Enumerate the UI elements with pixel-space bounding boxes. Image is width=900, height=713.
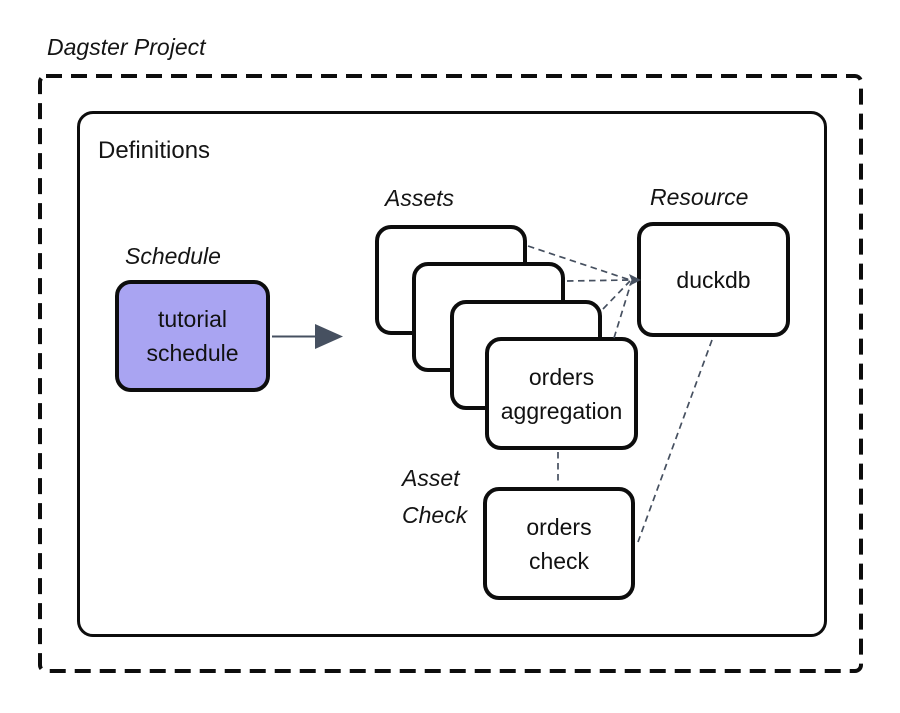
- schedule-label: Schedule: [125, 243, 221, 269]
- diagram-title: Dagster Project: [47, 34, 206, 60]
- orders-aggregation-line2: aggregation: [500, 397, 623, 424]
- schedule-node: tutorial schedule: [115, 280, 270, 392]
- orders-check-line2: check: [528, 547, 590, 574]
- assets-label: Assets: [385, 185, 455, 211]
- schedule-node-line2: schedule: [146, 340, 239, 366]
- asset-check-label-line2: Check: [402, 502, 468, 528]
- orders-aggregation-line1: orders: [528, 363, 595, 390]
- asset-check-label: Asset Check: [402, 460, 467, 534]
- resource-label: Resource: [650, 184, 749, 210]
- schedule-node-line1: tutorial: [157, 306, 228, 332]
- orders-check-line1: orders: [526, 513, 592, 540]
- asset-card-orders-aggregation: orders aggregation: [485, 337, 638, 450]
- orders-check-node: orders check: [483, 487, 635, 600]
- definitions-label: Definitions: [98, 137, 211, 164]
- asset-check-label-line1: Asset: [402, 465, 460, 491]
- duckdb-node: duckdb: [637, 222, 790, 337]
- duckdb-node-text: duckdb: [676, 266, 751, 293]
